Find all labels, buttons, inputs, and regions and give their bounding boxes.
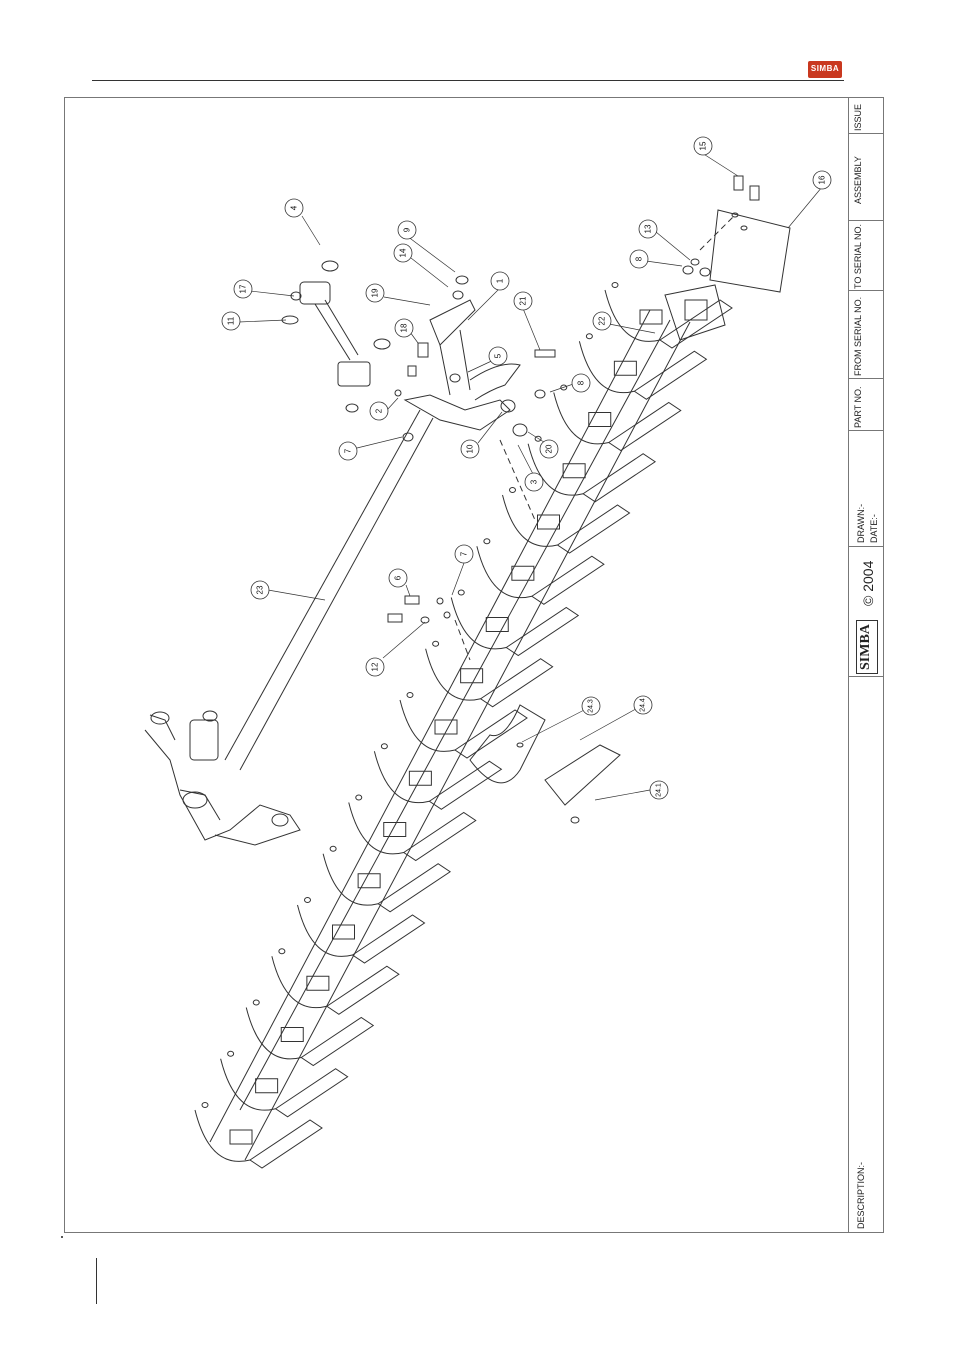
tb-divider (848, 378, 884, 379)
tb-divider (848, 133, 884, 134)
header-rule (92, 80, 844, 81)
exploded-assembly-drawing: 1234567788910111213141516171819202122232… (65, 98, 847, 1232)
callout-label: 10 (466, 444, 475, 453)
callout-label: 3 (530, 479, 539, 484)
tine-assembly (605, 283, 732, 349)
callout-label: 5 (494, 353, 503, 358)
tb-drawn-label: DRAWN:- (856, 504, 866, 543)
callout-label: 13 (644, 224, 653, 233)
tb-part-no-label: PART NO. (853, 386, 863, 428)
main-frame-bar (210, 310, 690, 1160)
page-margin-rule (96, 1258, 97, 1304)
callout-label: 24.4 (640, 698, 647, 712)
tb-divider (848, 290, 884, 291)
callout-label: 7 (344, 448, 353, 453)
callout-label: 16 (818, 175, 827, 184)
callout-label: 24.3 (588, 699, 595, 713)
tine-assembly (579, 334, 706, 400)
tb-assembly-label: ASSEMBLY (853, 156, 863, 204)
tb-divider (848, 546, 884, 547)
callout-label: 22 (598, 316, 607, 325)
callout-label: 6 (394, 575, 403, 580)
callout-label: 7 (460, 551, 469, 556)
callout-label: 12 (371, 662, 380, 671)
tb-copyright: © 2004 (860, 561, 876, 606)
tb-description-label: DESCRIPTION:- (856, 1162, 866, 1229)
callout-label: 4 (290, 205, 299, 210)
tb-divider (848, 430, 884, 431)
callout-label: 18 (400, 323, 409, 332)
logo-text: SIMBA (808, 64, 842, 73)
clamp-22 (665, 285, 725, 340)
tine-assembly (451, 590, 578, 656)
tine-assembly (221, 1051, 348, 1117)
callout-label: 8 (635, 256, 644, 261)
tine-assembly (426, 641, 553, 707)
tb-issue-label: ISSUE (853, 104, 863, 131)
tb-divider (848, 676, 884, 677)
tb-divider (848, 220, 884, 221)
callout-label: 11 (227, 316, 236, 325)
callout-label: 17 (239, 284, 248, 293)
callout-label: 24.1 (656, 783, 663, 797)
tb-from-serial-label: FROM SERIAL NO. (853, 297, 863, 376)
tb-brand: SIMBA (858, 624, 874, 670)
callout-bubbles: 1234567788910111213141516171819202122232… (222, 137, 831, 799)
arm-assembly-top (282, 261, 390, 386)
simba-logo: SIMBA (808, 61, 842, 78)
bolts-15 (734, 176, 759, 200)
replacement-tine-24 (470, 705, 620, 823)
callout-label: 19 (371, 288, 380, 297)
callout-label: 20 (545, 444, 554, 453)
tine-assembly (374, 744, 501, 810)
callout-label: 2 (375, 408, 384, 413)
hardware-6-12 (388, 596, 450, 623)
tine-assembly (246, 1000, 373, 1066)
plate-16 (710, 210, 790, 292)
tine-assembly (272, 949, 399, 1015)
callout-label: 8 (577, 380, 586, 385)
callout-label: 9 (403, 227, 412, 232)
tb-to-serial-label: TO SERIAL NO. (853, 224, 863, 289)
callout-label: 1 (496, 278, 505, 283)
page-mark (61, 1236, 63, 1238)
tine-assembly (477, 539, 604, 605)
tine-assembly (323, 846, 450, 912)
callout-label: 15 (699, 141, 708, 150)
tine-assembly (298, 898, 425, 964)
callout-label: 14 (399, 248, 408, 257)
callout-label: 23 (256, 585, 265, 594)
tine-assembly (503, 488, 630, 554)
callout-label: 21 (519, 296, 528, 305)
arm-assembly-bottom (145, 711, 300, 845)
tb-date-label: DATE:- (869, 514, 879, 543)
tine-assemblies (195, 283, 732, 1169)
tine-assembly (349, 795, 476, 861)
